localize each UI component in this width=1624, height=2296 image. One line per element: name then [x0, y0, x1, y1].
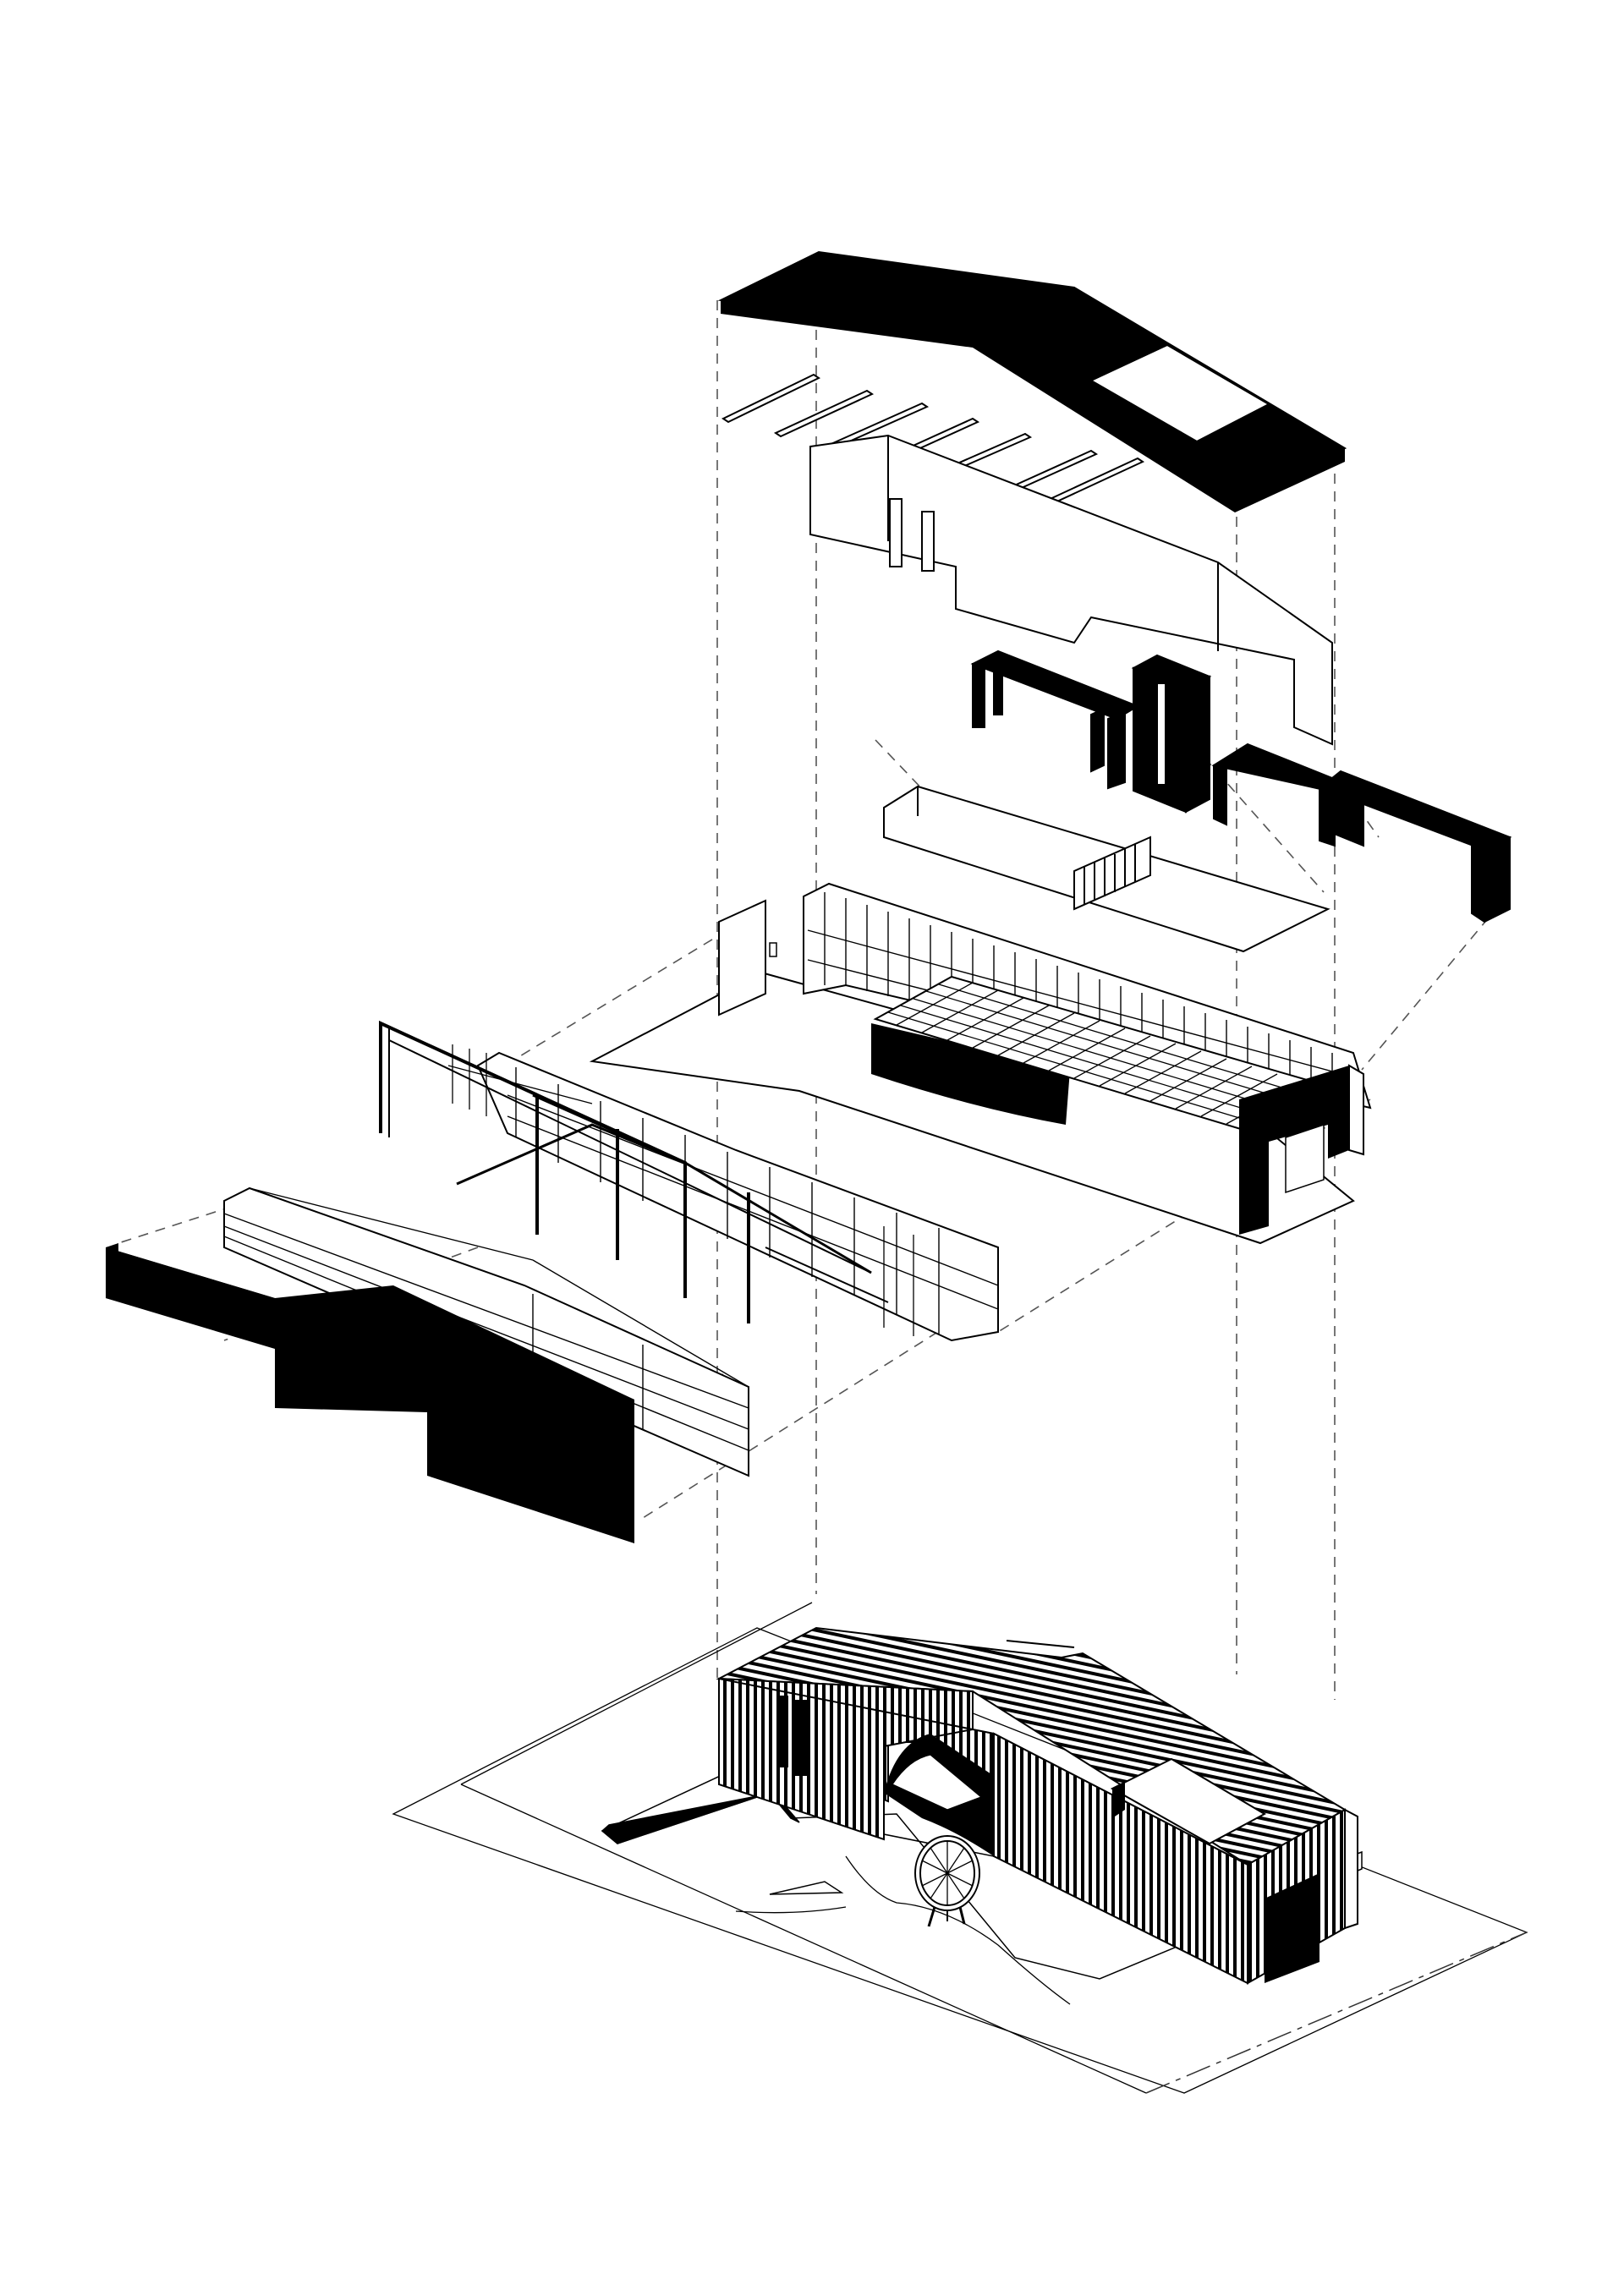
service-core-layer	[970, 649, 1512, 923]
roof-layer	[717, 250, 1347, 512]
steel-frame-layer	[379, 1020, 999, 1342]
bicycle-sculpture	[914, 1835, 980, 1927]
front-wall-layer	[106, 1243, 634, 1543]
mezzanine-slab-layer	[883, 785, 1330, 953]
upper-rear-wall-layer	[809, 434, 1333, 746]
glazed-structure-layer	[589, 882, 1372, 1245]
mezzanine-railing	[1073, 836, 1151, 911]
assembled-building	[716, 1626, 1358, 1985]
